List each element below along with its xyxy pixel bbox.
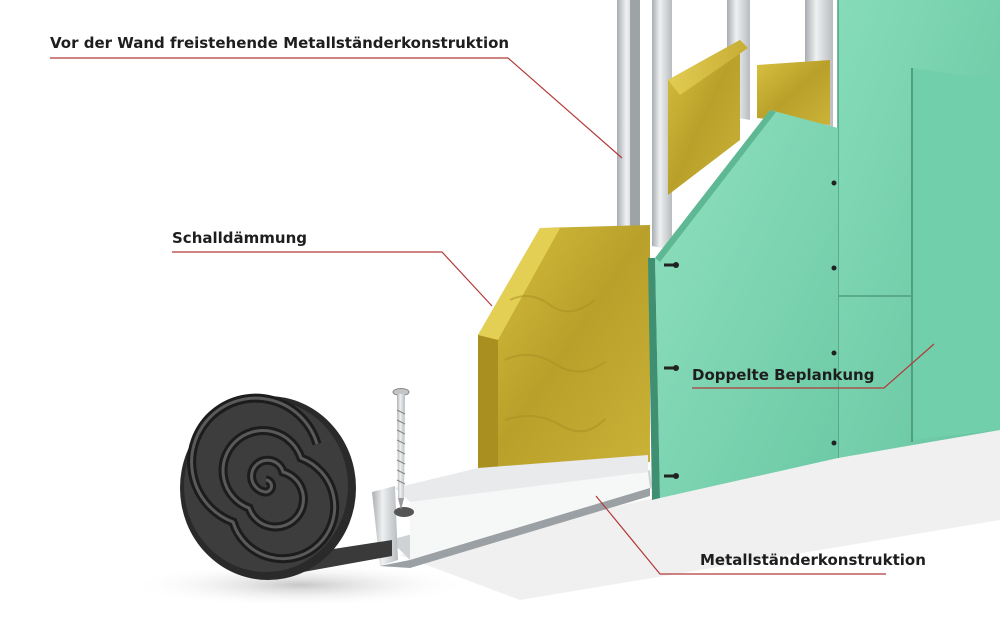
label-free-standing-frame: Vor der Wand freistehende Metallständerk… <box>50 34 510 52</box>
callout-line-free-standing-frame <box>50 57 623 159</box>
callout-line-insulation <box>172 251 493 307</box>
floor-shadow <box>130 420 1000 607</box>
insulation-block <box>478 225 650 478</box>
fastener-screw <box>392 388 410 510</box>
gypsum-boards <box>648 0 1000 500</box>
metal-studs <box>617 0 833 250</box>
label-metal-frame: Metallständerkonstruktion <box>700 551 926 569</box>
floor-track <box>372 455 652 568</box>
label-insulation: Schalldämmung <box>172 229 307 247</box>
callout-lines <box>50 57 935 575</box>
callout-line-metal-frame <box>595 495 886 575</box>
board-screws <box>664 180 837 479</box>
insulation-upper <box>668 40 830 195</box>
rubber-strip-roll <box>180 393 392 580</box>
callout-line-double-planking <box>692 343 935 389</box>
label-double-planking: Doppelte Beplankung <box>692 366 875 384</box>
